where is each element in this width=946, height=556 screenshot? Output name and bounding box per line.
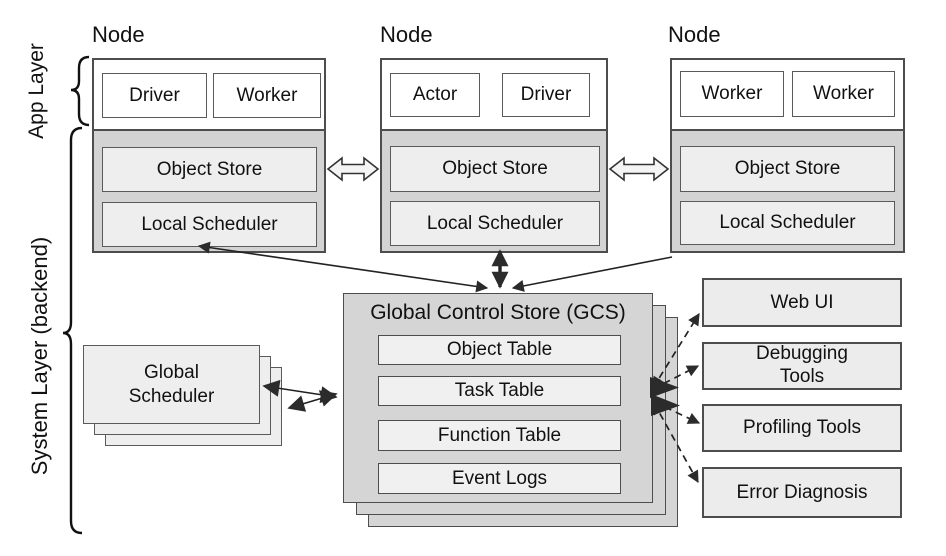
app-layer-brace xyxy=(70,55,90,127)
gcs-box: Global Control Store (GCS) Object Table … xyxy=(343,293,653,503)
tool-debugging-tools-label: Debugging Tools xyxy=(756,343,848,387)
tool-error-diagnosis: Error Diagnosis xyxy=(702,467,902,518)
gcs-title: Global Control Store (GCS) xyxy=(370,301,626,324)
node2-object-store: Object Store xyxy=(390,146,600,192)
node3-process-worker2: Worker xyxy=(792,71,895,117)
global-scheduler-label: Global Scheduler xyxy=(128,361,215,407)
tool-profiling-tools: Profiling Tools xyxy=(702,404,902,452)
node3-object-store: Object Store xyxy=(680,146,895,192)
tool-web-ui-label: Web UI xyxy=(770,291,834,313)
tool-profiling-tools-label: Profiling Tools xyxy=(743,417,861,438)
node1-title: Node xyxy=(92,22,145,47)
node1-local-scheduler: Local Scheduler xyxy=(102,202,317,247)
gs-gcs-arrow-2 xyxy=(287,390,338,412)
node1-object-store: Object Store xyxy=(102,147,317,192)
system-layer-label: System Layer (backend) xyxy=(27,236,52,476)
system-layer-brace xyxy=(62,126,83,535)
node3-title: Node xyxy=(668,22,721,47)
object-store-link-2-3 xyxy=(608,156,670,182)
gcs-object-table: Object Table xyxy=(378,335,621,365)
node2-process-actor: Actor xyxy=(390,73,480,117)
gcs-event-logs: Event Logs xyxy=(378,463,621,494)
gcs-task-table: Task Table xyxy=(378,376,621,406)
node3-local-scheduler: Local Scheduler xyxy=(680,201,895,245)
tool-web-ui: Web UI xyxy=(702,278,902,327)
node2-title: Node xyxy=(380,22,433,47)
tool-debugging-tools: Debugging Tools xyxy=(702,342,902,390)
node2-local-scheduler: Local Scheduler xyxy=(390,201,600,246)
node1-process-driver: Driver xyxy=(102,73,207,118)
node3-process-worker1: Worker xyxy=(680,71,784,117)
app-layer-label: App Layer xyxy=(25,43,48,139)
node2-process-driver: Driver xyxy=(502,73,590,117)
ls3-gcs-arrow xyxy=(511,256,673,292)
node1-process-worker: Worker xyxy=(213,73,321,118)
global-scheduler-box: Global Scheduler xyxy=(83,345,260,424)
tool-error-diagnosis-label: Error Diagnosis xyxy=(736,481,868,503)
gcs-function-table: Function Table xyxy=(378,420,621,451)
object-store-link-1-2 xyxy=(326,156,380,182)
